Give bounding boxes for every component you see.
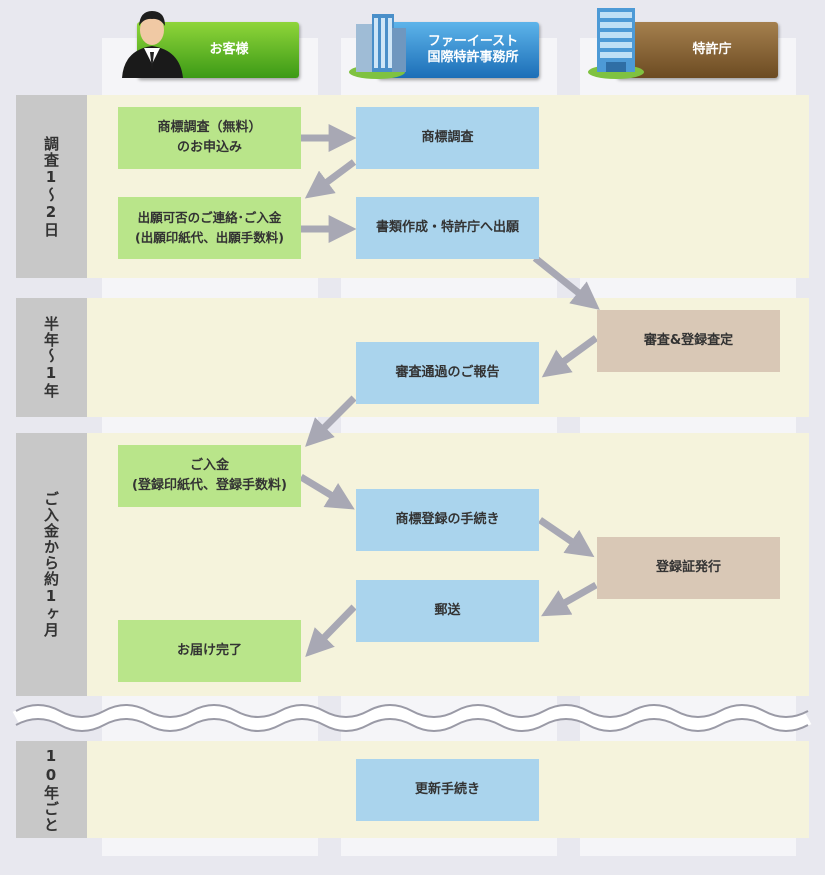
step-renewal: 更新手続き	[356, 759, 539, 821]
step-registration-procedure: 商標登録の手続き	[356, 489, 539, 551]
step-examination-decision: 審査&登録査定	[597, 310, 780, 372]
phase-label-1: 調査1〜2日	[16, 95, 87, 278]
step-filing-notice-payment: 出願可否のご連絡･ご入金 (出願印紙代、出願手数料)	[118, 197, 301, 259]
step-registration-payment: ご入金 (登録印紙代、登録手数料)	[118, 445, 301, 507]
step-examination-report: 審査通過のご報告	[356, 342, 539, 404]
step-delivery-complete: お届け完了	[118, 620, 301, 682]
step-trademark-survey: 商標調査	[356, 107, 539, 169]
step-document-filing: 書類作成・特許庁へ出願	[356, 197, 539, 259]
header-customer: お客様	[137, 22, 299, 78]
phase-label-3: ご入金から約1ヶ月	[16, 433, 87, 696]
step-certificate-issue: 登録証発行	[597, 537, 780, 599]
header-firm: ファーイースト 国際特許事務所	[377, 22, 539, 78]
step-mailing: 郵送	[356, 580, 539, 642]
phase-label-4: 10年ごと	[16, 741, 87, 838]
step-trademark-survey-application: 商標調査（無料） のお申込み	[118, 107, 301, 169]
phase-label-2: 半年〜1年	[16, 298, 87, 417]
header-patent-office: 特許庁	[616, 22, 778, 78]
